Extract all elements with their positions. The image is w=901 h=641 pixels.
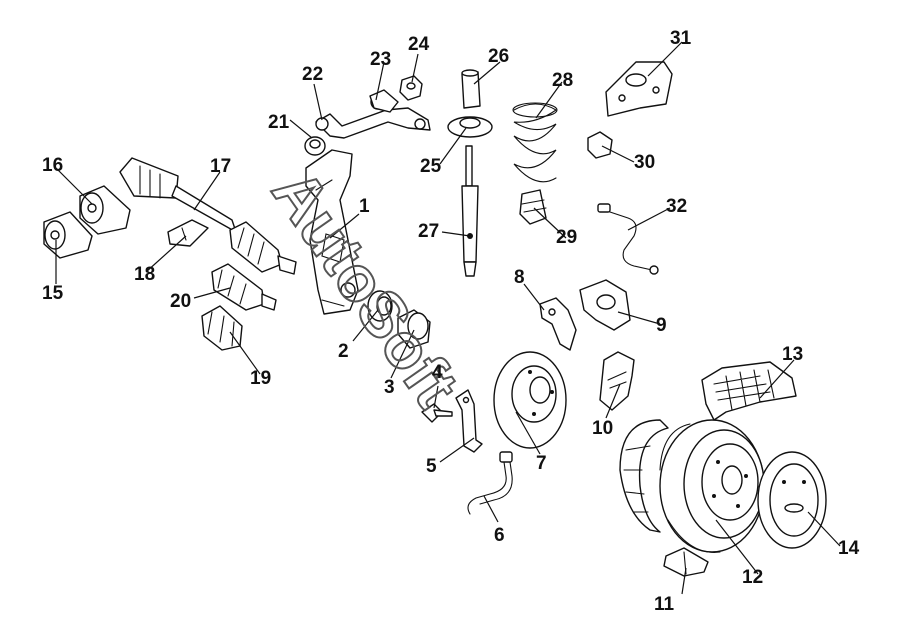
part-27-shock-absorber <box>461 145 479 277</box>
callout-10: 10 <box>592 418 614 439</box>
callout-19: 19 <box>250 368 272 389</box>
callout-8: 8 <box>514 267 525 288</box>
callout-22: 22 <box>302 64 324 85</box>
callout-16: 16 <box>42 155 64 176</box>
callout-29: 29 <box>556 227 578 248</box>
part-brake-shield <box>619 419 669 533</box>
part-7-brake-disc <box>493 351 567 449</box>
callout-6: 6 <box>494 525 505 546</box>
part-9-brake-caliper <box>579 279 631 331</box>
callout-25: 25 <box>420 156 442 177</box>
callout-12: 12 <box>742 567 764 588</box>
callout-17: 17 <box>210 156 232 177</box>
callout-5: 5 <box>426 456 437 477</box>
callout-21: 21 <box>268 112 290 133</box>
part-30-nut <box>587 131 613 159</box>
part-11-clip <box>663 547 709 577</box>
callout-13: 13 <box>782 344 804 365</box>
part-12-wheel-rim <box>659 419 765 553</box>
part-25-top-mount <box>447 116 493 138</box>
callout-30: 30 <box>634 152 656 173</box>
part-18-bracket <box>167 219 209 247</box>
part-4-bolt <box>421 403 453 423</box>
part-16-cv-joint <box>79 185 131 235</box>
part-20-boot <box>211 263 277 311</box>
callout-2: 2 <box>338 341 349 362</box>
part-6-brake-hose <box>467 451 513 515</box>
leader-lines <box>55 41 841 595</box>
callout-20: 20 <box>170 291 192 312</box>
part-19-boot <box>201 305 243 351</box>
part-13-mudguard <box>701 361 797 421</box>
part-2-bearing <box>367 290 393 322</box>
part-14-hubcap <box>757 451 827 549</box>
callout-14: 14 <box>838 538 860 559</box>
callout-32: 32 <box>666 196 688 217</box>
part-31-strut-mount <box>605 61 673 117</box>
callout-24: 24 <box>408 34 430 55</box>
part-5-bracket <box>455 389 483 453</box>
part-1-steering-knuckle <box>305 149 359 315</box>
part-21-bushing <box>304 136 326 156</box>
part-8-caliper-carrier <box>539 297 577 351</box>
callout-1: 1 <box>359 196 370 217</box>
part-26-bump-stop <box>461 69 481 109</box>
callout-27: 27 <box>418 221 440 242</box>
callout-26: 26 <box>488 46 510 67</box>
part-10-brake-pads <box>599 351 635 411</box>
callout-15: 15 <box>42 283 64 304</box>
callout-31: 31 <box>670 28 692 49</box>
part-28-coil-spring <box>512 102 558 183</box>
callout-3: 3 <box>384 377 395 398</box>
part-24-nut <box>399 75 423 101</box>
callout-28: 28 <box>552 70 574 91</box>
callout-9: 9 <box>656 315 667 336</box>
part-32-abs-sensor <box>597 203 659 275</box>
callout-18: 18 <box>134 264 156 285</box>
callout-11: 11 <box>654 594 675 615</box>
callout-23: 23 <box>370 49 392 70</box>
callout-4: 4 <box>432 362 443 383</box>
part-29-bump-rubber <box>519 189 547 225</box>
part-17-drive-shaft <box>119 157 297 275</box>
callout-7: 7 <box>536 453 547 474</box>
